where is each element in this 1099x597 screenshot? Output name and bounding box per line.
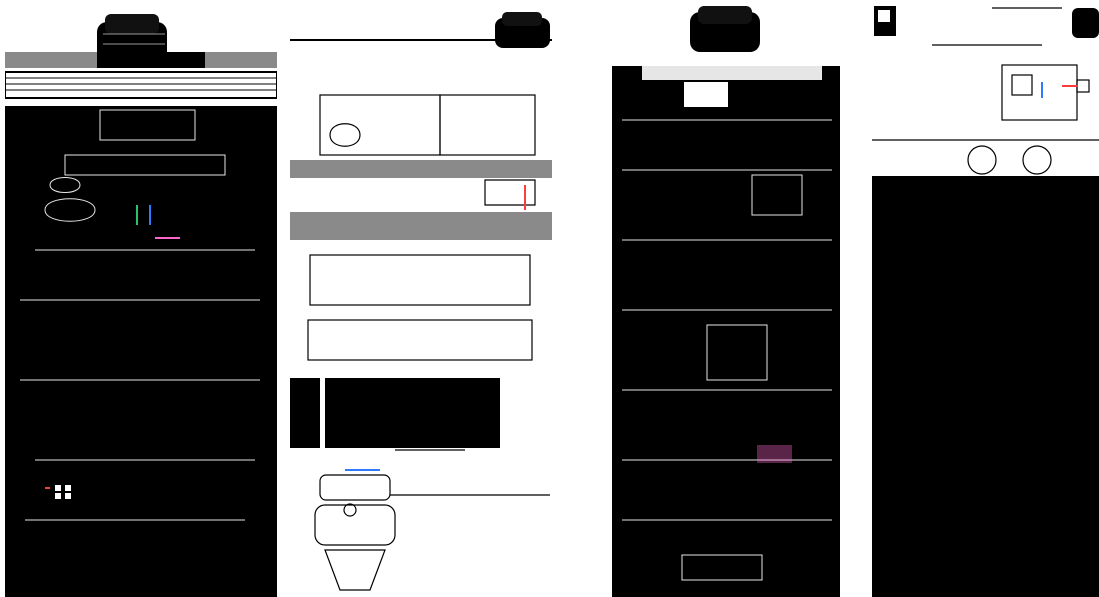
panel-3	[612, 0, 840, 597]
panel-4	[872, 0, 1099, 597]
panel-3-drawing	[612, 0, 840, 597]
knob-icon	[495, 12, 550, 48]
device-icon	[314, 474, 396, 591]
knob-icon	[690, 6, 760, 52]
panel-2-drawing	[290, 0, 552, 597]
panel-1	[5, 0, 277, 597]
panel-4-drawing	[872, 0, 1099, 597]
thumbnail-icon	[874, 6, 896, 36]
panel-1-drawing	[5, 0, 277, 597]
panel-2	[290, 0, 552, 597]
knob-icon	[1072, 8, 1099, 38]
